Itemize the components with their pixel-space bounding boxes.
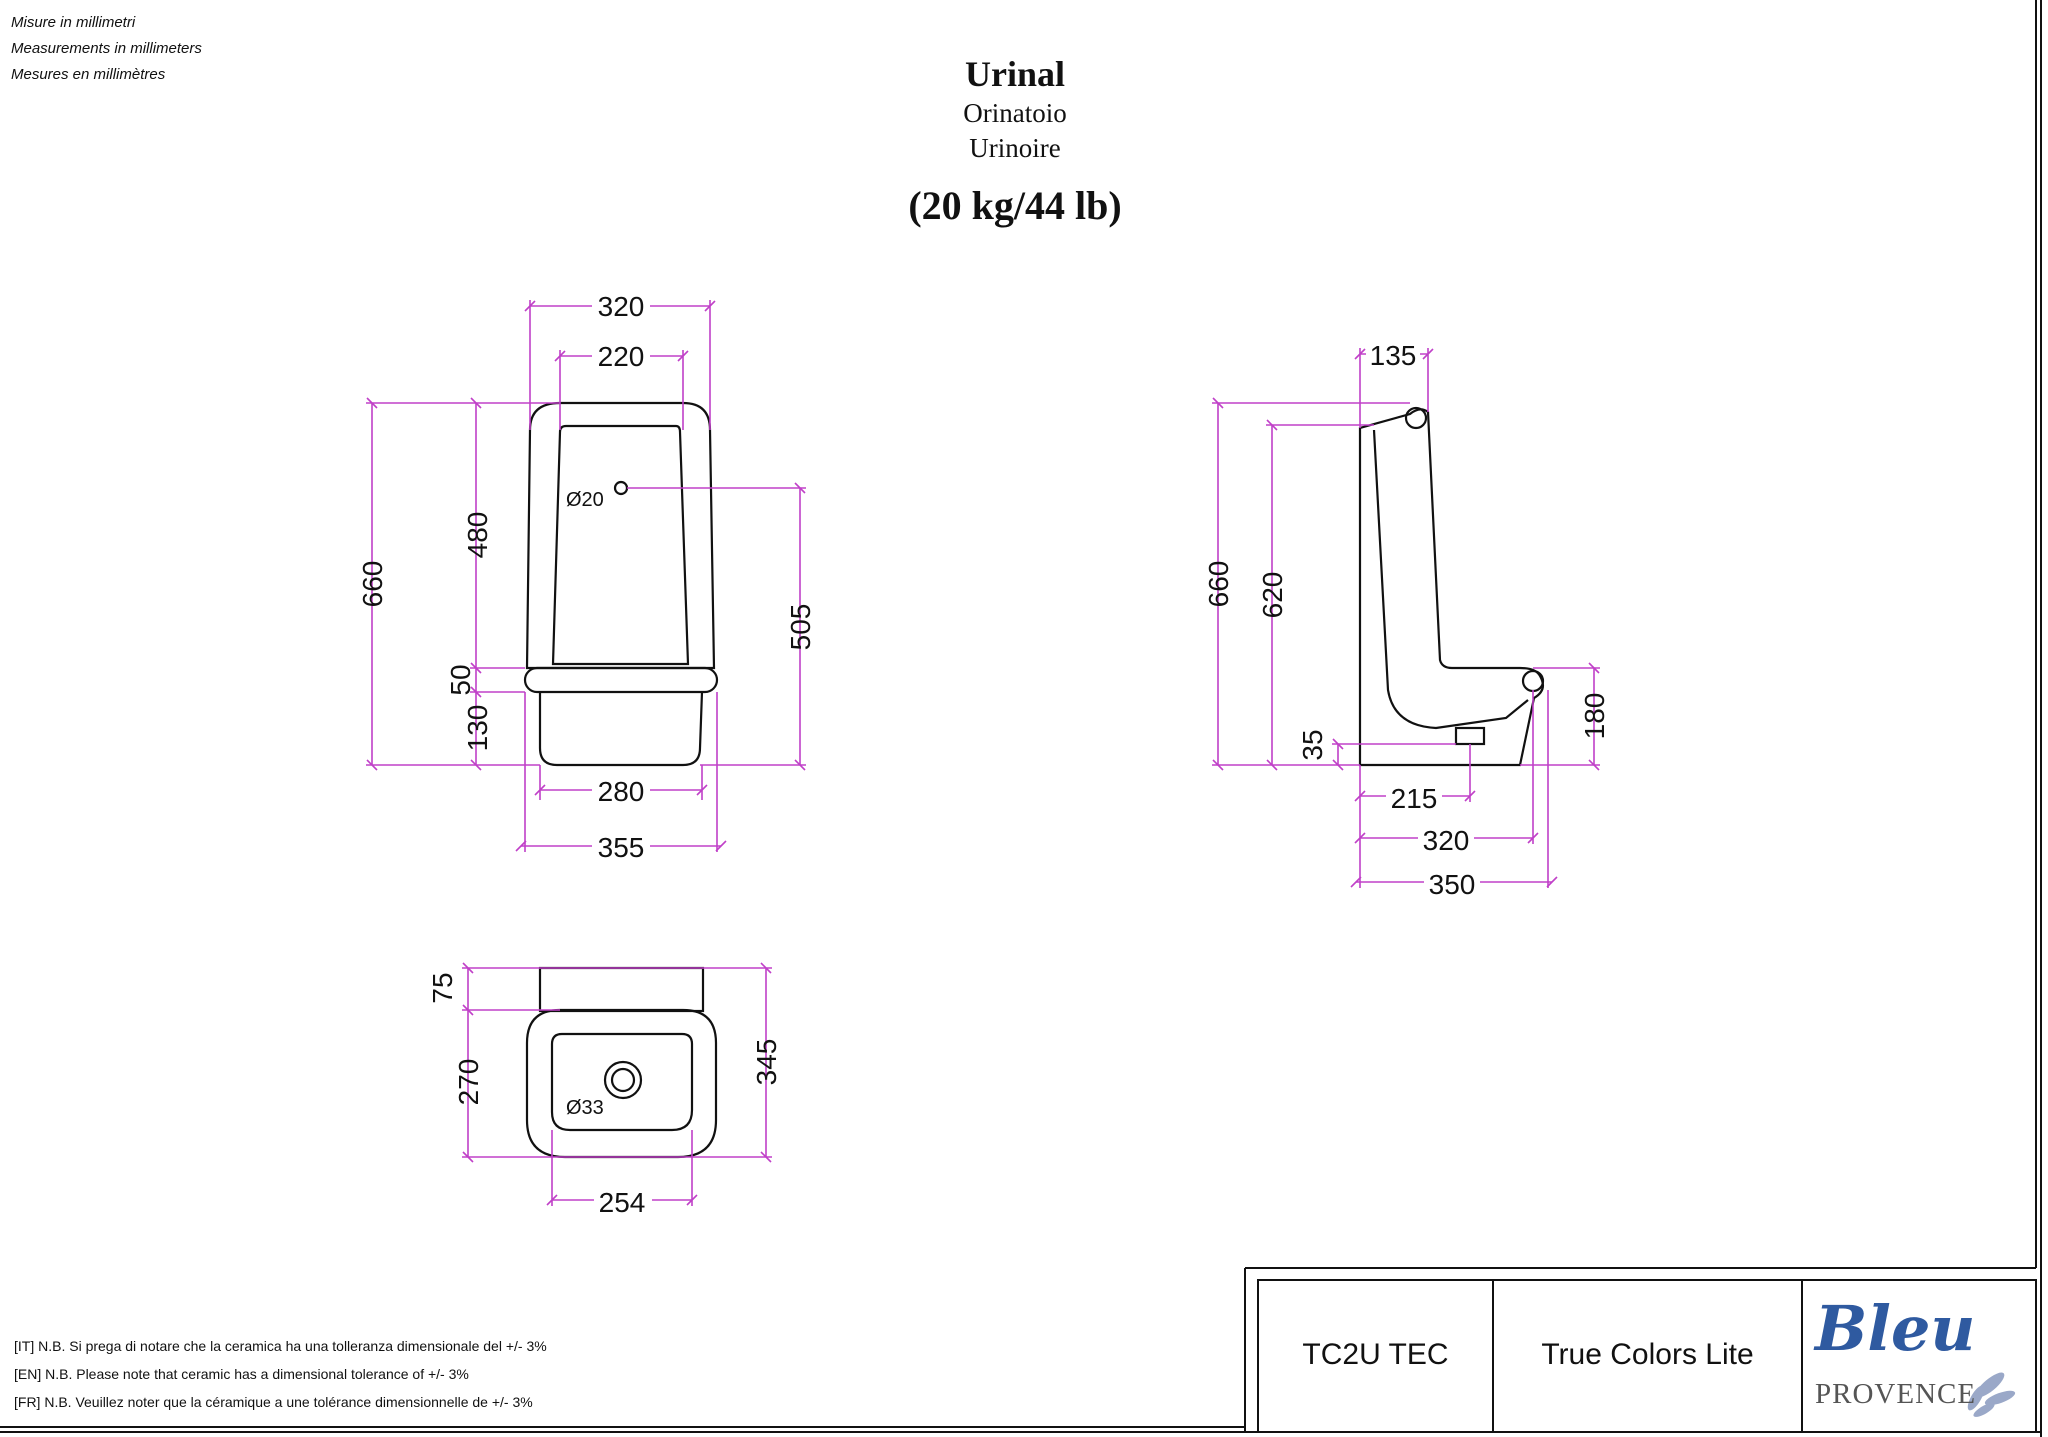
- note-fr: [FR] N.B. Veuillez noter que la céramiqu…: [14, 1394, 533, 1410]
- dim-top-345: 345: [751, 1039, 782, 1086]
- front-hole: [613, 480, 629, 496]
- dim-top-270: 270: [453, 1059, 484, 1106]
- tolerance-notes: [IT] N.B. Si prega di notare che la cera…: [14, 1332, 547, 1416]
- front-inner-panel: [551, 424, 690, 666]
- dim-front-480: 480: [462, 512, 493, 559]
- side-view: [1358, 406, 1545, 767]
- dim-side-320: 320: [1423, 825, 1470, 856]
- note-it: [IT] N.B. Si prega di notare che la cera…: [14, 1338, 547, 1354]
- units-note-it: Misure in millimetri: [11, 14, 136, 31]
- title-italian: Orinatoio: [963, 98, 1067, 128]
- logo-leaf: [1967, 1372, 2016, 1417]
- top-labels: 75 270 345 254 Ø33: [427, 972, 782, 1218]
- dim-top-75: 75: [427, 972, 458, 1003]
- dim-front-50: 50: [445, 664, 476, 695]
- brand-logo-bleu: Bleu: [1815, 1292, 1976, 1365]
- dim-side-180: 180: [1579, 693, 1610, 740]
- title-block-header: Urinal Orinatoio Urinoire (20 kg/44 lb): [815, 52, 1215, 229]
- title-main: Urinal: [964, 54, 1065, 94]
- dim-top-254: 254: [599, 1187, 646, 1218]
- product-code: TC2U TEC: [1302, 1338, 1449, 1371]
- title-block-box: [1257, 1279, 2037, 1433]
- dim-front-505: 505: [785, 604, 816, 651]
- dim-side-35: 35: [1297, 729, 1328, 760]
- brand-logo-provence: PROVENCE: [1815, 1378, 1977, 1410]
- units-note: Misure in millimetri Measurements in mil…: [11, 10, 202, 88]
- title-french: Urinoire: [969, 133, 1061, 163]
- side-drain: [1454, 726, 1486, 746]
- dim-side-660: 660: [1203, 561, 1234, 608]
- dim-front-280: 280: [598, 776, 645, 807]
- top-drain-outer: [603, 1060, 643, 1100]
- top-drain-inner: [610, 1067, 636, 1093]
- side-rim: [1404, 406, 1428, 430]
- dim-front-355: 355: [598, 832, 645, 863]
- top-dimensions: [462, 962, 772, 1206]
- front-lower-bowl: [538, 691, 704, 767]
- side-inner-curve: [1372, 429, 1529, 730]
- side-lip: [1521, 669, 1545, 693]
- dim-top-drain: Ø33: [566, 1097, 604, 1119]
- collection-name: True Colors Lite: [1541, 1338, 1754, 1371]
- top-bowl-inner: [550, 1032, 694, 1132]
- dim-front-220: 220: [598, 341, 645, 372]
- units-note-en: Measurements in millimeters: [11, 40, 202, 57]
- front-shelf: [523, 666, 719, 694]
- front-labels: 320 220 660 480 50 130 505 280 355 Ø20: [357, 288, 816, 863]
- units-note-fr: Mesures en millimètres: [11, 66, 166, 83]
- front-dimensions: [366, 300, 806, 852]
- dim-side-215: 215: [1391, 783, 1438, 814]
- dim-front-320: 320: [598, 291, 645, 322]
- dim-front-130: 130: [462, 705, 493, 752]
- side-dimensions: [1212, 348, 1600, 888]
- dim-front-hole: Ø20: [566, 489, 604, 511]
- top-view: [525, 966, 718, 1159]
- front-outline: [525, 401, 716, 670]
- top-bowl-outline: [525, 1008, 718, 1159]
- title-weight: (20 kg/44 lb): [908, 183, 1122, 228]
- dim-side-350: 350: [1429, 869, 1476, 900]
- note-en: [EN] N.B. Please note that ceramic has a…: [14, 1366, 469, 1382]
- front-view: [523, 401, 719, 767]
- dim-side-620: 620: [1257, 572, 1288, 619]
- side-labels: 135 660 620 35 180 215 320 350: [1203, 338, 1610, 900]
- dim-side-135: 135: [1370, 340, 1417, 371]
- dim-front-660: 660: [357, 561, 388, 608]
- top-back-block: [538, 966, 705, 1013]
